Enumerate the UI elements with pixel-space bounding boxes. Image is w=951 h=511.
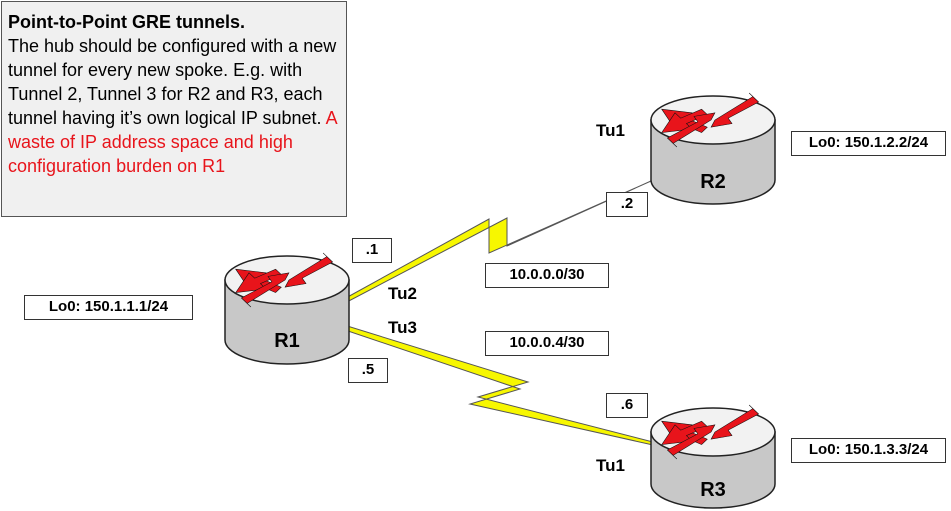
- r2-loopback-label: Lo0: 150.1.2.2/24: [791, 131, 946, 156]
- r2-tu1-host-label: .2: [606, 192, 648, 217]
- r1-tu2-host-label: .1: [352, 238, 392, 263]
- r1-tu2-label: Tu2: [388, 284, 417, 303]
- note-title: Point-to-Point GRE tunnels.: [8, 12, 245, 32]
- lightning-link-r1-r2: [343, 180, 652, 304]
- r1-loopback-label: Lo0: 150.1.1.1/24: [24, 295, 193, 320]
- router-icon: [650, 404, 776, 509]
- subnet-r1-r2-label: 10.0.0.0/30: [485, 263, 609, 288]
- r1-tu3-label: Tu3: [388, 318, 417, 337]
- router-r1-name: R1: [274, 330, 300, 352]
- r1-tu3-host-label: .5: [348, 358, 388, 383]
- router-r3-name: R3: [700, 479, 726, 501]
- r3-loopback-label: Lo0: 150.1.3.3/24: [791, 438, 946, 463]
- router-r2-name: R2: [700, 171, 726, 193]
- note-highlight: A waste of IP address space and high con…: [8, 108, 337, 176]
- r2-tu1-label: Tu1: [596, 121, 625, 140]
- subnet-r1-r3-label: 10.0.0.4/30: [485, 331, 609, 356]
- router-icon: [224, 252, 350, 365]
- r3-tu1-host-label: .6: [606, 393, 648, 418]
- explanation-note: Point-to-Point GRE tunnels. The hub shou…: [1, 1, 347, 217]
- r3-tu1-label: Tu1: [596, 456, 625, 475]
- note-body: The hub should be configured with a new …: [8, 36, 337, 128]
- router-icon: [650, 92, 776, 205]
